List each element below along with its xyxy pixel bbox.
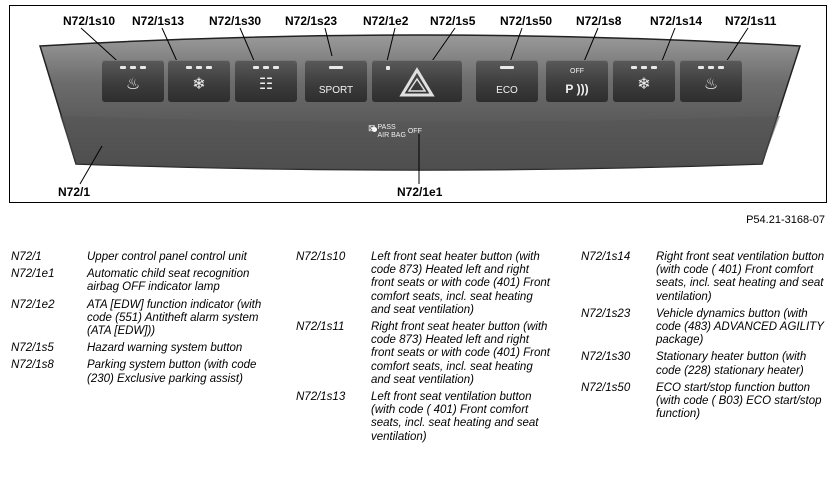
legend-code: N72/1s11 bbox=[296, 321, 345, 334]
callout-s14: N72/1s14 bbox=[650, 14, 703, 28]
legend-item: N72/1s10 Left front seat heater button (w… bbox=[296, 251, 576, 317]
callout-s50: N72/1s50 bbox=[500, 14, 553, 28]
legend-code: N72/1s30 bbox=[581, 351, 631, 364]
legend-description: Left front seat ventilation button (with… bbox=[371, 391, 539, 443]
eco-label: ECO bbox=[496, 85, 518, 96]
legend-description: Upper control panel control unit bbox=[87, 251, 247, 263]
seat-ventilation-icon: ❄ bbox=[637, 76, 651, 93]
legend-item: N72/1e1 Automatic child seat recognition … bbox=[11, 268, 281, 294]
callout-s11: N72/1s11 bbox=[725, 14, 777, 28]
legend-code: N72/1s8 bbox=[11, 359, 54, 372]
legend-description: Hazard warning system button bbox=[87, 342, 243, 355]
legend-description: Parking system button (with code (230) E… bbox=[87, 359, 257, 385]
sport-button[interactable]: SPORT bbox=[305, 60, 367, 102]
legend-item: N72/1s14 Right front seat ventilation but… bbox=[581, 251, 831, 304]
legend-item: N72/1s30 Stationary heater button (with c… bbox=[581, 351, 831, 377]
legend-item: N72/1s8 Parking system button (with code … bbox=[11, 359, 281, 385]
park-off-label: OFF bbox=[570, 68, 584, 75]
legend-code: N72/1s14 bbox=[581, 251, 631, 263]
callout-s8: N72/1s8 bbox=[576, 14, 622, 28]
legend-item: N72/1s23 Vehicle dynamics button (with co… bbox=[581, 308, 831, 348]
callout-s23: N72/1s23 bbox=[285, 14, 338, 28]
callout-s30: N72/1s30 bbox=[209, 14, 262, 28]
legend-item: N72/1s5 Hazard warning system button bbox=[11, 342, 281, 355]
hazard-warning-button[interactable] bbox=[372, 60, 462, 102]
panel-lower-strip bbox=[60, 116, 780, 170]
callout-s10: N72/1s10 bbox=[63, 14, 116, 28]
legend-description: Stationary heater button (with code (228… bbox=[656, 351, 807, 377]
right-seat-ventilation-button[interactable]: ❄ bbox=[613, 60, 675, 102]
legend-column-2: N72/1s10 Left front seat heater button (w… bbox=[296, 251, 576, 448]
left-seat-heater-button[interactable]: ♨ bbox=[102, 60, 164, 102]
callout-s13: N72/1s13 bbox=[132, 14, 185, 28]
legend-item: N72/1 Upper control panel control unit bbox=[11, 251, 281, 264]
legend-code: N72/1s5 bbox=[11, 342, 54, 355]
callout-s5: N72/1s5 bbox=[430, 14, 476, 28]
legend-code: N72/1 bbox=[11, 251, 42, 263]
legend-code: N72/1s23 bbox=[581, 307, 631, 320]
legend-item: N72/1s50 ECO start/stop function button (… bbox=[581, 382, 831, 422]
control-panel-figure: N72/1s10 N72/1s13 N72/1s30 N72/1s23 N72/… bbox=[9, 5, 827, 203]
legend-description: Right front seat ventilation button (wit… bbox=[656, 251, 825, 303]
sport-label: SPORT bbox=[318, 85, 354, 96]
child-seat-icon: ⊠ bbox=[368, 123, 376, 133]
callout-e1: N72/1e1 bbox=[397, 185, 443, 199]
callout-unit: N72/1 bbox=[58, 185, 91, 199]
stationary-heater-button[interactable]: ☷ bbox=[235, 60, 297, 102]
legend-item: N72/1e2 ATA [EDW] function indicator (wit… bbox=[11, 299, 281, 339]
hazard-triangle-icon bbox=[399, 67, 435, 97]
legend-description: Vehicle dynamics button (with code (483)… bbox=[656, 307, 824, 347]
park-p-label: P ))) bbox=[565, 82, 589, 96]
right-seat-heater-button[interactable]: ♨ bbox=[680, 60, 742, 102]
airbag-indicator-lamp bbox=[372, 127, 377, 132]
callout-e2: N72/1e2 bbox=[363, 14, 409, 28]
legend-column-3: N72/1s14 Right front seat ventilation but… bbox=[581, 251, 831, 425]
left-seat-ventilation-button[interactable]: ❄ bbox=[168, 60, 230, 102]
legend-description: ATA [EDW] function indicator (with code … bbox=[87, 298, 262, 338]
seat-heater-icon: ♨ bbox=[703, 76, 719, 93]
seat-heater-icon: ♨ bbox=[125, 76, 141, 93]
airbag-off-indicator: ⊠ PASS AIR BAG OFF bbox=[368, 123, 422, 140]
figure-drawing bbox=[39, 27, 802, 185]
stationary-heater-icon: ☷ bbox=[258, 76, 274, 93]
legend-item: N72/1s11 Right front seat heater button (… bbox=[296, 321, 576, 387]
seat-ventilation-icon: ❄ bbox=[192, 76, 206, 93]
figure-reference: P54.21-3168-07 bbox=[746, 214, 825, 226]
eco-button[interactable]: ECO bbox=[476, 60, 538, 102]
parking-system-button[interactable]: OFF P ))) bbox=[546, 60, 608, 102]
legend-description: Automatic child seat recognition airbag … bbox=[87, 268, 250, 294]
legend-description: ECO start/stop function button (with cod… bbox=[656, 381, 822, 421]
legend-code: N72/1s10 bbox=[296, 251, 346, 263]
legend-description: Right front seat heater button (with cod… bbox=[371, 321, 550, 386]
legend-code: N72/1e1 bbox=[11, 268, 55, 281]
legend-code: N72/1s50 bbox=[581, 381, 631, 394]
legend-code: N72/1s13 bbox=[296, 391, 346, 404]
legend-code: N72/1e2 bbox=[11, 298, 55, 311]
parking-sensor-icon: ))) bbox=[576, 82, 589, 96]
legend-item: N72/1s13 Left front seat ventilation butt… bbox=[296, 391, 576, 444]
legend-description: Left front seat heater button (with code… bbox=[371, 251, 550, 316]
